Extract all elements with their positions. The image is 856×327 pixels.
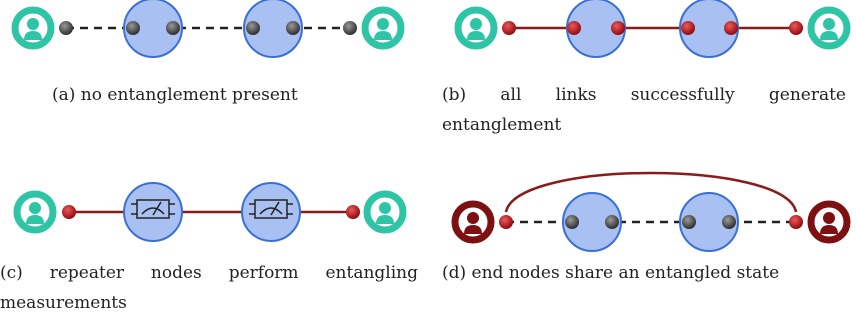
- caption-c: (c) repeater nodes perform entangling me…: [0, 263, 418, 313]
- qubit: [567, 21, 581, 35]
- qubit: [246, 21, 260, 35]
- qubit: [346, 205, 360, 219]
- user-icon: [455, 204, 491, 240]
- qubit: [682, 215, 696, 229]
- qubit: [166, 21, 180, 35]
- user-icon: [17, 194, 53, 230]
- repeater-node: [243, 0, 303, 58]
- repeater-node: [679, 192, 739, 252]
- qubit: [789, 215, 803, 229]
- measurement-meter-icon: [130, 199, 176, 219]
- user-icon: [15, 10, 51, 46]
- qubit: [499, 215, 513, 229]
- user-icon: [365, 10, 401, 46]
- qubit: [62, 205, 76, 219]
- qubit: [722, 215, 736, 229]
- panel-b-diagram: [458, 0, 847, 58]
- caption-b: (b) all links successfully generate enta…: [442, 85, 846, 135]
- repeater-node: [562, 192, 622, 252]
- qubit: [502, 21, 516, 35]
- qubit: [126, 21, 140, 35]
- repeater-node: [123, 0, 183, 58]
- qubit: [611, 21, 625, 35]
- panel-a-diagram: [15, 0, 401, 58]
- caption-a: (a) no entanglement present: [52, 85, 298, 105]
- qubit: [565, 215, 579, 229]
- user-icon: [811, 10, 847, 46]
- qubit: [605, 215, 619, 229]
- user-icon: [367, 194, 403, 230]
- qubit: [343, 21, 357, 35]
- qubit: [789, 21, 803, 35]
- qubit: [681, 21, 695, 35]
- qubit: [286, 21, 300, 35]
- qubit: [59, 21, 73, 35]
- measurement-meter-icon: [248, 199, 294, 219]
- entanglement-arc: [504, 171, 798, 213]
- panel-d-diagram: [455, 171, 847, 252]
- user-icon: [811, 204, 847, 240]
- caption-d: (d) end nodes share an entangled state: [442, 263, 780, 283]
- panel-c-diagram: [17, 182, 403, 242]
- qubit: [724, 21, 738, 35]
- user-icon: [458, 10, 494, 46]
